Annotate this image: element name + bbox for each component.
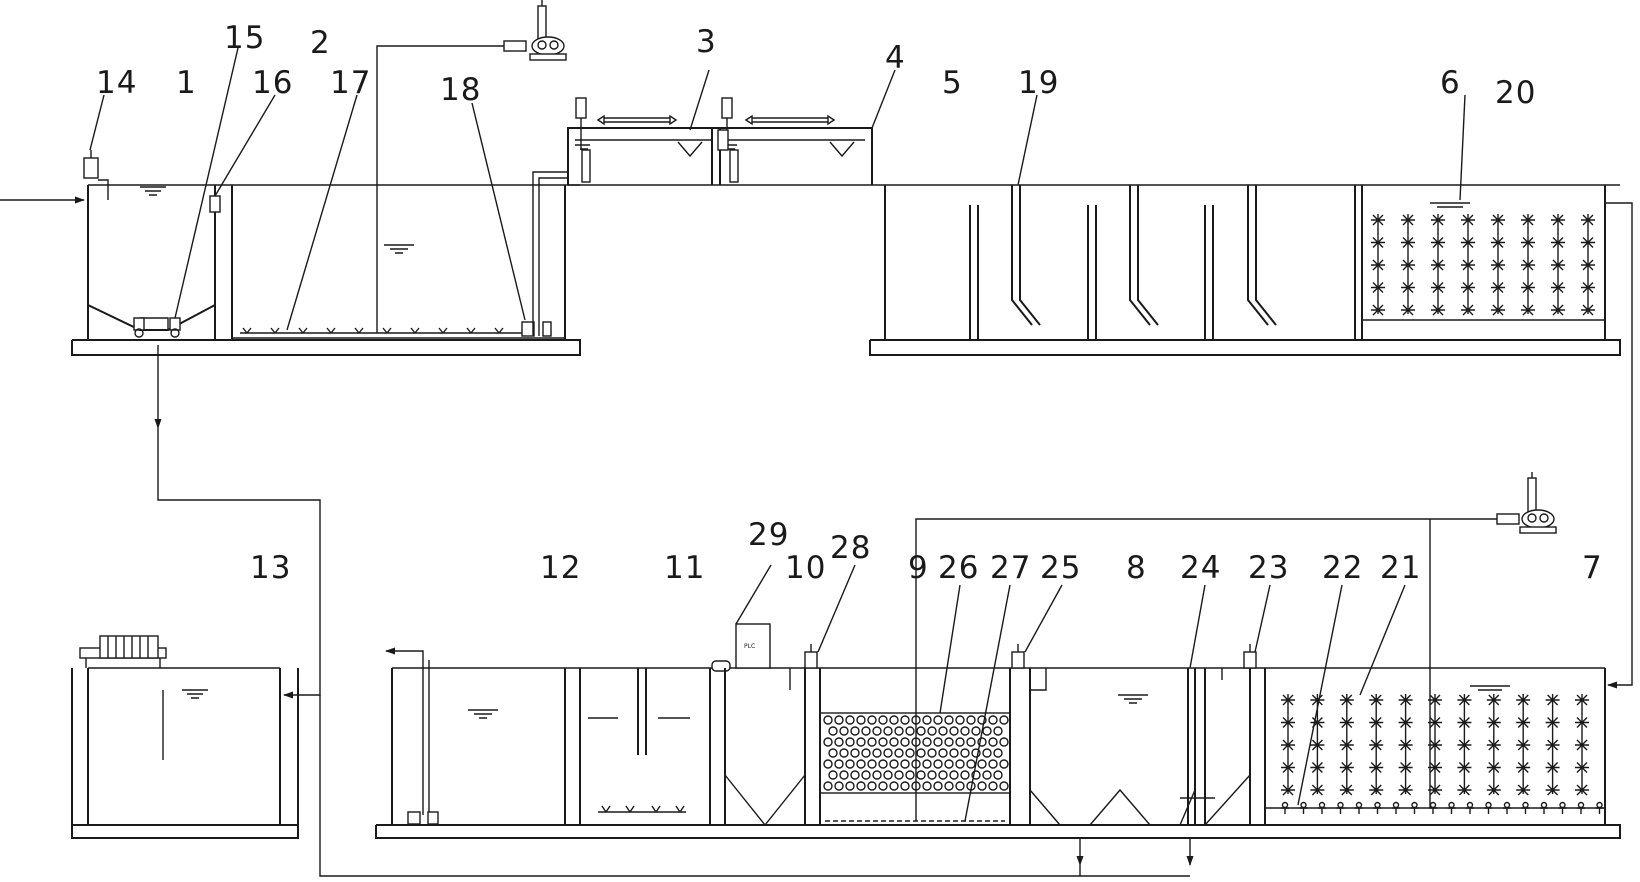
- label-14: 14: [96, 65, 137, 101]
- overflow-weir-16: [209, 195, 221, 213]
- tank-12: [391, 667, 1605, 825]
- water-level-mark: [384, 244, 414, 254]
- label-20: 20: [1495, 75, 1536, 111]
- tank-11: [579, 667, 718, 825]
- label-25: 25: [1040, 550, 1081, 586]
- label-12: 12: [540, 550, 581, 586]
- callout-leaders: [89, 47, 1466, 822]
- tank-13: [71, 667, 299, 839]
- filter-media-26: [819, 712, 1011, 794]
- water-level-mark: [1430, 202, 1470, 208]
- label-21: 21: [1380, 550, 1421, 586]
- label-9: 9: [908, 550, 929, 586]
- control-cabinet-text: PLC: [744, 643, 755, 650]
- water-level-mark: [140, 186, 166, 196]
- blower-bottom: [1519, 472, 1557, 534]
- label-27: 27: [990, 550, 1031, 586]
- packing-media-20: [1371, 214, 1595, 316]
- control-cabinet-29: PLC: [735, 623, 771, 669]
- tank-2: [231, 185, 566, 340]
- label-6: 6: [1440, 65, 1461, 101]
- submersible-pump-15: [133, 317, 181, 338]
- tank-5: [869, 184, 1621, 356]
- label-16: 16: [252, 65, 293, 101]
- air-pipe-bottom: [915, 513, 1520, 821]
- backwash-pipe: [1030, 668, 1047, 691]
- label-3: 3: [696, 24, 717, 60]
- label-19: 19: [1018, 65, 1059, 101]
- label-11: 11: [664, 550, 705, 586]
- aerators-22: [1281, 801, 1604, 814]
- label-26: 26: [938, 550, 979, 586]
- label-8: 8: [1126, 550, 1147, 586]
- tank-1: [71, 184, 581, 356]
- bottom-base: [375, 824, 1621, 839]
- label-13: 13: [250, 550, 291, 586]
- aeration-diffusers-17: [240, 327, 530, 334]
- level-gauge-25: [1011, 644, 1025, 669]
- lift-pump-18: [521, 171, 568, 337]
- tank-6: [1361, 185, 1606, 340]
- transfer-pipe-6-to-7: [1605, 202, 1633, 689]
- label-7: 7: [1582, 550, 1603, 586]
- water-level-mark: [468, 709, 498, 719]
- callout-labels: 1 2 3 4 5 6 7 8 9 10 11 12 13 14 15 16 1…: [96, 20, 1603, 586]
- label-24: 24: [1180, 550, 1221, 586]
- packing-media-21: [1281, 694, 1589, 796]
- label-2: 2: [310, 25, 331, 61]
- label-10: 10: [785, 550, 826, 586]
- air-pipe-top: [376, 40, 527, 333]
- water-level-mark: [1470, 685, 1510, 691]
- blower-top: [529, 0, 567, 61]
- tank-8: [1029, 668, 1196, 826]
- label-1: 1: [176, 65, 197, 101]
- sludge-pipe-to-13: [154, 345, 321, 699]
- inner-pipe-24: [1180, 668, 1215, 825]
- baffle-plates-19: [969, 185, 1277, 340]
- filter-press: [79, 635, 167, 668]
- label-17: 17: [330, 65, 371, 101]
- level-gauge-23: [1243, 644, 1257, 669]
- sludge-collection-pipe: [319, 695, 1194, 877]
- mixer-motor: [575, 97, 733, 151]
- dosing-pump: [711, 660, 731, 672]
- label-23: 23: [1248, 550, 1289, 586]
- tank-10: [724, 668, 806, 827]
- label-5: 5: [942, 65, 963, 101]
- water-level-mark: [182, 689, 208, 699]
- level-sensor-14: [83, 150, 109, 200]
- label-18: 18: [440, 72, 481, 108]
- label-29: 29: [748, 517, 789, 553]
- level-gauge-28: [804, 644, 818, 669]
- label-22: 22: [1322, 550, 1363, 586]
- scraper-rail: [596, 114, 836, 126]
- label-4: 4: [885, 40, 906, 76]
- discharge-pipe: [385, 647, 439, 825]
- water-level-mark: [1118, 694, 1148, 704]
- label-15: 15: [224, 20, 265, 56]
- label-28: 28: [830, 530, 871, 566]
- reaction-tank-3-4: [567, 127, 873, 186]
- mid-compartment: [1204, 668, 1251, 826]
